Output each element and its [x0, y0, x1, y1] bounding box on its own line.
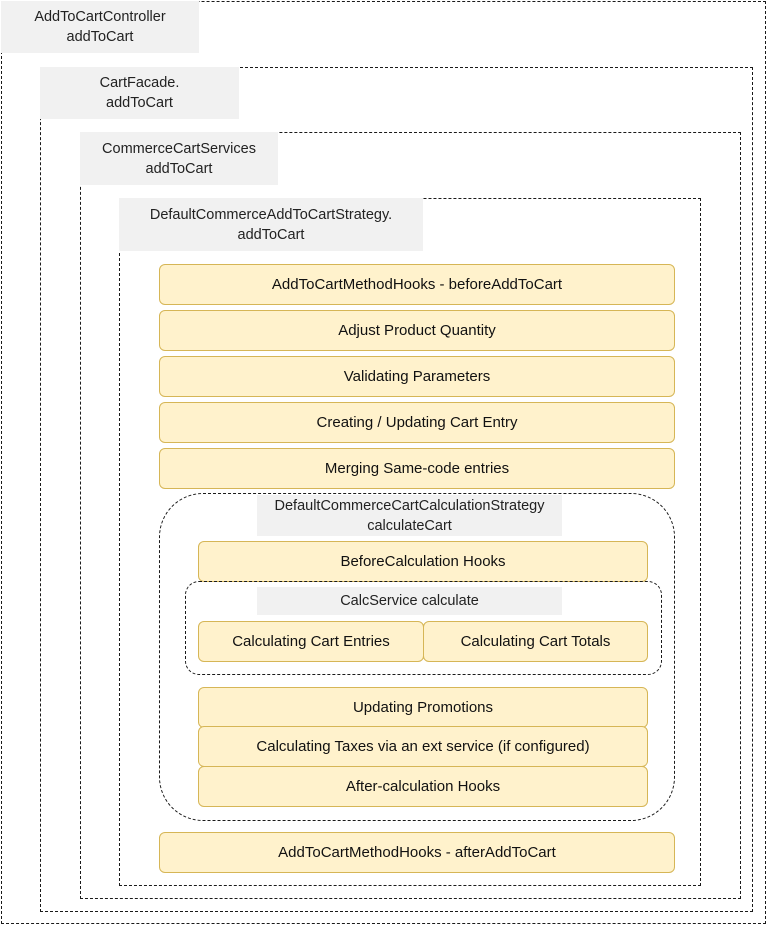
commerce-cart-services-label: CommerceCartServices addToCart	[80, 132, 278, 185]
cart-calculation-strategy-frame	[159, 493, 675, 821]
calc-service-title: CalcService calculate	[340, 593, 479, 609]
step-adjust-quantity: Adjust Product Quantity	[159, 310, 675, 351]
step-calculating-taxes: Calculating Taxes via an ext service (if…	[198, 726, 648, 767]
cart-facade-label: CartFacade. addToCart	[40, 67, 239, 119]
step-updating-promotions: Updating Promotions	[198, 687, 648, 728]
cart-calculation-strategy-label: DefaultCommerceCartCalculationStrategy c…	[257, 495, 562, 536]
calc-service-label: CalcService calculate	[257, 587, 562, 615]
commerce-cart-services-frame	[80, 132, 741, 899]
step-merging-entries: Merging Same-code entries	[159, 448, 675, 489]
step-validating-parameters: Validating Parameters	[159, 356, 675, 397]
calculation-title-line1: DefaultCommerceCartCalculationStrategy	[274, 497, 545, 514]
step-before-calculation-hooks: BeforeCalculation Hooks	[198, 541, 648, 582]
cart-facade-frame	[40, 67, 753, 912]
services-title-line2: addToCart	[145, 160, 213, 177]
step-calculating-totals: Calculating Cart Totals	[423, 621, 648, 662]
controller-title-line1: AddToCartController	[34, 9, 166, 25]
step-creating-updating-entry: Creating / Updating Cart Entry	[159, 402, 675, 443]
strategy-title-line2: addToCart	[237, 226, 305, 243]
step-after-add-hooks: AddToCartMethodHooks - afterAddToCart	[159, 832, 675, 873]
controller-title-line2: addToCart	[66, 29, 134, 45]
facade-title-line1: CartFacade.	[99, 75, 180, 91]
calculation-title-line2: calculateCart	[367, 517, 452, 534]
facade-title-line2: addToCart	[106, 95, 173, 111]
addtocart-controller-label: AddToCartController addToCart	[1, 1, 199, 53]
step-calculating-entries: Calculating Cart Entries	[198, 621, 424, 662]
step-before-add-hooks: AddToCartMethodHooks - beforeAddToCart	[159, 264, 675, 305]
calc-service-frame	[185, 581, 662, 675]
strategy-title-line1: DefaultCommerceAddToCartStrategy.	[149, 206, 393, 223]
addtocart-strategy-label: DefaultCommerceAddToCartStrategy. addToC…	[119, 198, 423, 251]
step-after-calculation-hooks: After-calculation Hooks	[198, 766, 648, 807]
services-title-line1: CommerceCartServices	[102, 140, 256, 157]
